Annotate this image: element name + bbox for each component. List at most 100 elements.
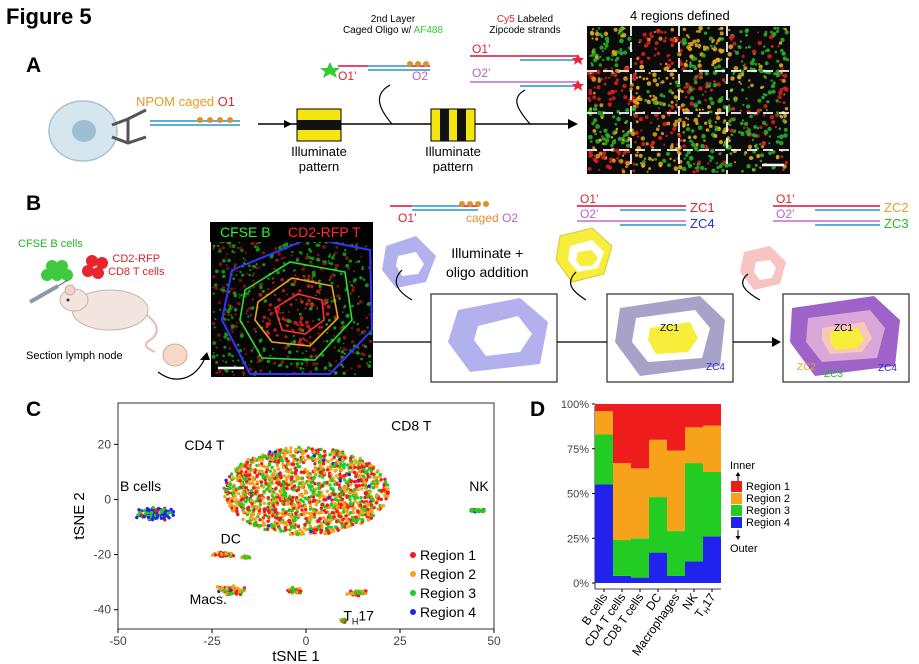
tsne-point (264, 475, 268, 480)
tsne-point (346, 487, 350, 491)
tsne-point (240, 503, 244, 507)
zc-o2prime-label-2: O2’ (776, 207, 795, 221)
tsne-point (357, 469, 361, 474)
micrograph-cell (219, 288, 222, 291)
micrograph-cell (299, 316, 304, 321)
tsne-point (369, 472, 374, 476)
tsne-point (293, 532, 297, 536)
micrograph-cell (740, 69, 745, 74)
micrograph-cell (682, 144, 686, 148)
micrograph-cell (696, 162, 700, 166)
micrograph-cell (638, 38, 642, 42)
tsne-point (358, 459, 362, 463)
micrograph-cell (734, 161, 736, 164)
micrograph-cell (740, 131, 744, 135)
tsne-point (338, 472, 342, 477)
micrograph-cell (700, 76, 703, 79)
micrograph-cell (257, 246, 260, 249)
micrograph-cell (330, 275, 333, 279)
strand-o1prime-label: O1’ (338, 69, 357, 83)
micrograph-cell (748, 79, 751, 82)
tsne-point (310, 447, 314, 451)
tsne-point (333, 479, 337, 484)
micrograph-cell (669, 145, 674, 149)
micrograph-cell (658, 161, 663, 167)
micrograph-cell (776, 29, 780, 33)
micrograph-cell (288, 311, 290, 313)
micrograph-cell (786, 58, 790, 62)
tsne-point (479, 509, 484, 513)
micrograph-cell (693, 135, 697, 140)
micrograph-cell (211, 321, 216, 326)
micrograph-cell (673, 166, 679, 171)
tsne-point (267, 510, 271, 515)
micrograph-cell (271, 347, 275, 351)
micrograph-cell (720, 162, 724, 165)
micrograph-cell (328, 255, 331, 258)
micrograph-cell (312, 362, 316, 366)
micrograph-cell (227, 318, 230, 321)
micrograph-cell (707, 26, 710, 30)
micrograph-cell (763, 129, 769, 135)
micrograph-cell (664, 62, 668, 66)
tsne-point (266, 514, 270, 519)
micrograph-cell (750, 83, 754, 88)
micrograph-cell (780, 48, 784, 53)
tsne-point (345, 463, 350, 467)
micrograph-cell (217, 333, 221, 337)
micrograph-cell (340, 355, 344, 359)
tsne-point (357, 475, 361, 480)
micrograph-cell (729, 128, 734, 133)
micrograph-cell (727, 98, 730, 101)
micrograph-cell (704, 145, 708, 149)
micrograph-cell (754, 62, 758, 66)
micrograph-cell (664, 31, 667, 34)
micrograph-cell (729, 152, 733, 156)
micrograph-cell (252, 279, 255, 282)
micrograph-cell (739, 30, 743, 34)
micrograph-cell (291, 292, 295, 296)
tsne-point (357, 514, 361, 519)
tsne-point (317, 453, 322, 458)
micrograph-cell (247, 289, 251, 293)
micrograph-cell (675, 103, 678, 106)
micrograph-cell (625, 108, 630, 113)
tsne-point (258, 524, 263, 528)
micrograph-cell (248, 367, 253, 372)
micrograph-cell (679, 40, 683, 44)
micrograph-cell (616, 157, 619, 160)
micrograph-cell (367, 364, 372, 368)
micrograph-cell (641, 141, 646, 147)
tsne-point (268, 489, 272, 493)
micrograph-cell (685, 116, 688, 120)
micrograph-cell (624, 120, 628, 124)
tsne-point (326, 522, 330, 526)
tsne-point (147, 508, 151, 512)
micrograph-cell (269, 354, 272, 357)
micrograph-cell (274, 293, 277, 296)
tsne-point (290, 462, 295, 467)
micrograph-cell (305, 339, 308, 342)
micrograph-cell (781, 67, 784, 71)
tsne-point (323, 505, 327, 509)
micrograph-cell (332, 334, 335, 337)
tsne-point (227, 475, 232, 479)
micrograph-cell (305, 320, 309, 325)
tsne-point (348, 497, 352, 502)
tsne-point (338, 457, 342, 461)
tsne-point (322, 471, 327, 475)
micrograph-cell (272, 281, 275, 284)
micrograph-cell (296, 308, 299, 311)
tsne-point (230, 499, 234, 503)
micrograph-cell (652, 94, 655, 98)
tsne-point (313, 528, 318, 532)
micrograph-cell (305, 256, 309, 260)
micrograph-cell (610, 89, 614, 94)
tsne-point (282, 454, 286, 459)
micrograph-cell (290, 341, 293, 344)
micrograph-cell (746, 126, 749, 129)
micrograph-cell (610, 58, 614, 61)
cluster-label: B cells (120, 478, 161, 494)
micrograph-cell (603, 82, 607, 86)
micrograph-cell (317, 279, 321, 283)
